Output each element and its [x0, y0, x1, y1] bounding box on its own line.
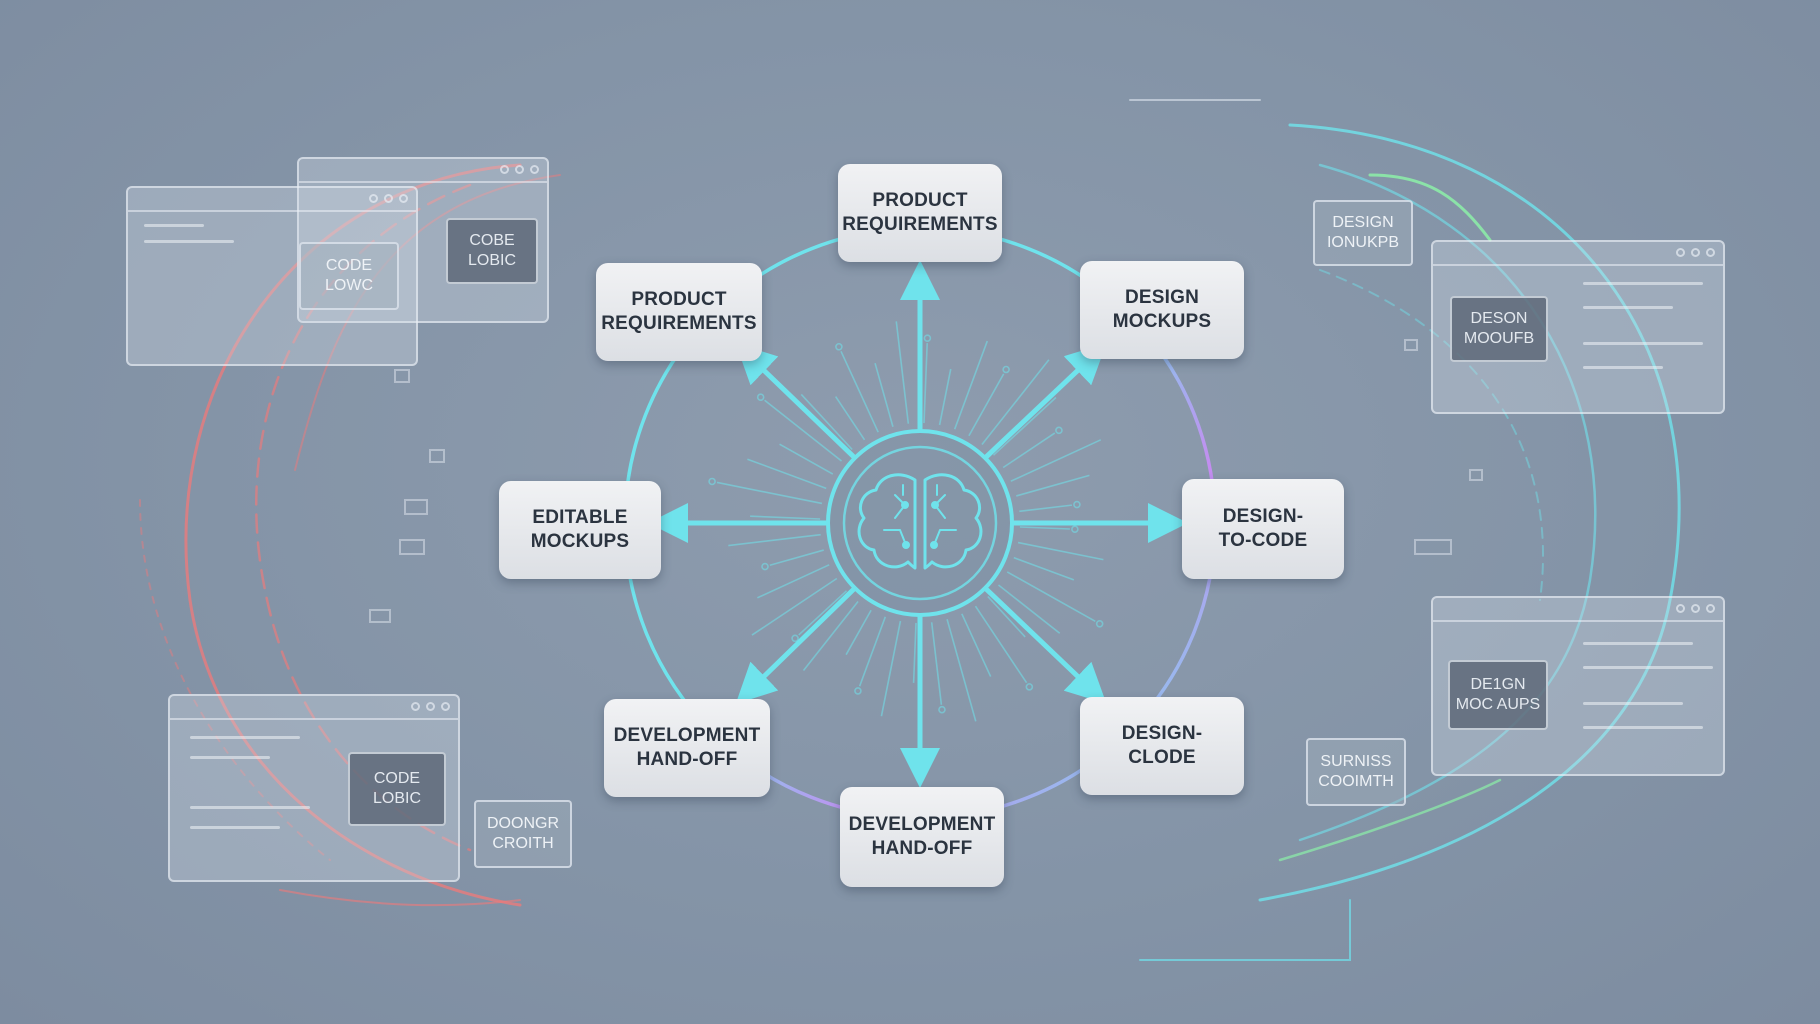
ray-node	[708, 477, 716, 486]
ray	[923, 343, 928, 424]
ray-node	[1073, 500, 1081, 509]
window-controls	[411, 702, 450, 711]
ray	[1017, 541, 1104, 561]
node-development-hand-off-bottom: DEVELOPMENT HAND-OFF	[840, 787, 1004, 887]
ray	[747, 458, 827, 490]
ray	[845, 609, 872, 656]
ray	[779, 443, 834, 475]
window-titlebar	[128, 188, 416, 212]
ray	[764, 399, 843, 462]
ray	[798, 590, 848, 636]
ray	[930, 622, 943, 705]
ray	[1002, 432, 1056, 469]
scatter-marks	[369, 339, 1483, 623]
right-top-chip: DESON MOOUFB	[1450, 296, 1548, 362]
ray	[953, 340, 989, 430]
ray	[874, 362, 894, 427]
node-design-to-code: DESIGN- TO-CODE	[1182, 479, 1344, 579]
ray	[961, 613, 992, 677]
window-controls	[500, 165, 539, 174]
left-top-chip-2: COBE LOBIC	[446, 218, 538, 284]
ray	[834, 396, 866, 441]
ray-node	[1071, 525, 1079, 533]
window-titlebar	[1433, 242, 1723, 266]
ray	[938, 368, 952, 426]
ray	[1019, 504, 1073, 513]
ray-node	[761, 562, 769, 571]
ray	[716, 481, 823, 505]
window-titlebar	[1433, 598, 1723, 622]
radial-rays	[708, 321, 1104, 722]
ray-node	[1025, 683, 1034, 691]
ray	[1019, 526, 1070, 530]
ray	[769, 549, 824, 567]
ray	[750, 515, 821, 520]
window-controls	[369, 194, 408, 203]
ray	[992, 396, 1057, 456]
left-top-chip-1: CODE LOWC	[299, 242, 399, 310]
ray-node	[1055, 426, 1063, 435]
hub-outer-ring	[826, 429, 1014, 617]
left-bottom-chip: CODE LOBIC	[348, 752, 446, 826]
ray	[840, 350, 879, 433]
node-product-requirements: PRODUCT REQUIREMENTS	[596, 263, 762, 361]
hub-arrows	[648, 260, 1188, 788]
ray-node	[938, 705, 946, 714]
ray	[1006, 571, 1096, 623]
ray-node	[835, 342, 843, 351]
node-design-mockups: DESIGN MOCKUPS	[1080, 261, 1244, 359]
hub-inner-ring	[842, 445, 998, 601]
right-bottom-tag: SURNISS COOIMTH	[1306, 738, 1406, 806]
ray-node	[854, 687, 862, 695]
ray	[912, 622, 917, 683]
brain-icon	[857, 473, 983, 570]
ray	[981, 359, 1050, 446]
ray-node	[1002, 365, 1010, 374]
left-window-front	[126, 186, 418, 366]
right-bottom-chip: DE1GN MOC AUPS	[1448, 660, 1548, 730]
ray	[968, 373, 1005, 437]
ray	[800, 393, 853, 451]
ray	[997, 584, 1061, 634]
ray	[1013, 556, 1075, 581]
node-development-hand-off: DEVELOPMENT HAND-OFF	[604, 699, 770, 797]
node-design-clode: DESIGN- CLODE	[1080, 697, 1244, 795]
ray-node	[1095, 619, 1104, 628]
ray-node	[756, 393, 765, 402]
left-bottom-tag: DOONGR CROITH	[474, 800, 572, 868]
ray	[728, 533, 821, 547]
ray-node	[923, 334, 932, 342]
left-window-back	[297, 157, 549, 323]
ray	[757, 564, 830, 599]
right-top-tag: DESIGN IONUKPB	[1313, 200, 1413, 266]
node-editable-mockups: EDITABLE MOCKUPS	[499, 481, 661, 579]
ray	[802, 600, 859, 672]
window-controls	[1676, 604, 1715, 613]
ray	[895, 321, 910, 424]
ray	[858, 616, 887, 687]
window-controls	[1676, 248, 1715, 257]
ray-node	[791, 634, 799, 643]
ray	[1010, 439, 1102, 482]
ray	[946, 619, 977, 722]
node-product-requirements-top: PRODUCT REQUIREMENTS	[838, 164, 1002, 262]
ray	[880, 620, 902, 717]
ray	[974, 605, 1028, 684]
ray	[1016, 474, 1090, 497]
ray	[987, 595, 1026, 638]
window-titlebar	[299, 159, 547, 183]
window-titlebar	[170, 696, 458, 720]
ray	[751, 577, 838, 636]
left-orbit-lines	[139, 163, 561, 907]
